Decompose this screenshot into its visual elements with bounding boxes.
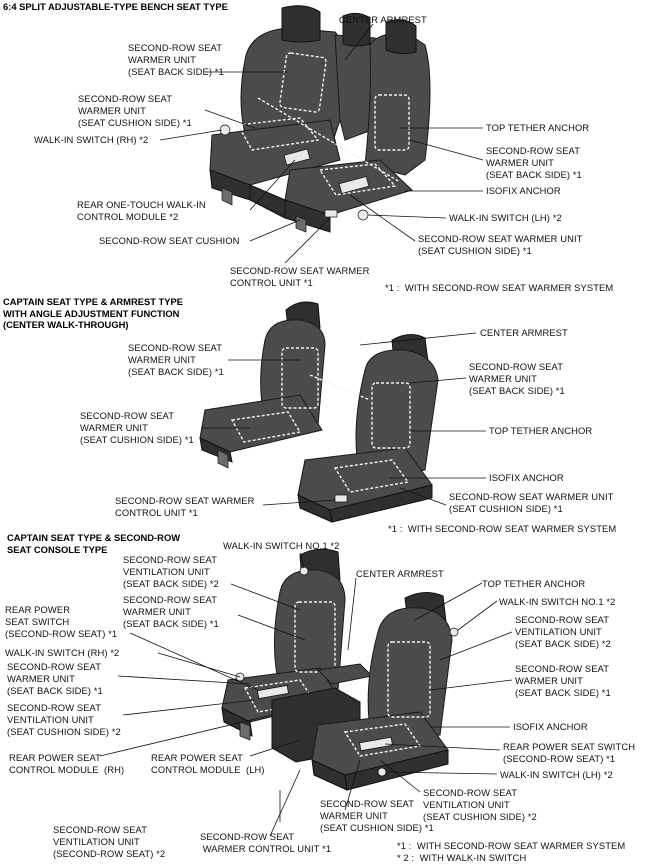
s2-warmer-cushion-lh-label: SECOND-ROW SEAT WARMER UNIT (SEAT CUSHIO… (449, 491, 614, 514)
s3-warmer-back-rh-label: SECOND-ROW SEAT WARMER UNIT (SEAT BACK S… (123, 594, 219, 629)
s3-footnote-2: * 2 : WITH WALK-IN SWITCH (397, 852, 527, 863)
s1-warmer-back-lh-label: SECOND-ROW SEAT WARMER UNIT (SEAT BACK S… (486, 145, 582, 180)
s3-warmer-back-rh2-label: SECOND-ROW SEAT WARMER UNIT (SEAT BACK S… (7, 661, 103, 696)
s3-walkin-switch-rh-label: WALK-IN SWITCH (RH) *2 (5, 647, 120, 658)
s3-ventilation-cushion-lh-label: SECOND-ROW SEAT VENTILATION UNIT (SEAT C… (423, 787, 537, 822)
s3-walkin-switch-no1-rh-label: WALK-IN SWITCH NO.1 *2 (223, 540, 340, 551)
s3-footnote-1: *1 : WITH SECOND-ROW SEAT WARMER SYSTEM (397, 840, 626, 851)
s3-power-control-module-rh-label: REAR POWER SEAT CONTROL MODULE (RH) (9, 752, 125, 775)
s3-rear-power-seat-switch-label: REAR POWER SEAT SWITCH (SECOND-ROW SEAT)… (5, 604, 118, 639)
s1-footnote-1: *1 : WITH SECOND-ROW SEAT WARMER SYSTEM (385, 282, 614, 293)
s3-ventilation-back-lh-label: SECOND-ROW SEAT VENTILATION UNIT (SEAT B… (515, 614, 611, 649)
s3-walkin-switch-no1-lh-label: WALK-IN SWITCH NO.1 *2 (499, 596, 616, 607)
s2-warmer-back-lh-label: SECOND-ROW SEAT WARMER UNIT (SEAT BACK S… (469, 361, 565, 396)
s3-walkin-switch-lh-label: WALK-IN SWITCH (LH) *2 (500, 769, 613, 780)
s1-walkin-control-module-label: REAR ONE-TOUCH WALK-IN CONTROL MODULE *2 (77, 199, 206, 222)
section-3-title: CAPTAIN SEAT TYPE & SECOND-ROW SEAT CONS… (7, 532, 181, 555)
leader-lines (99, 23, 513, 837)
s1-walkin-switch-rh-label: WALK-IN SWITCH (RH) *2 (34, 134, 149, 145)
s2-isofix-anchor-label: ISOFIX ANCHOR (489, 472, 564, 483)
s1-warmer-cushion-lh-label: SECOND-ROW SEAT WARMER UNIT (SEAT CUSHIO… (418, 233, 583, 256)
s1-center-armrest-label: CENTER ARMREST (339, 14, 427, 25)
bench-seat-illustration (209, 5, 431, 233)
s1-top-tether-anchor-label: TOP TETHER ANCHOR (486, 122, 590, 133)
s2-warmer-cushion-label: SECOND-ROW SEAT WARMER UNIT (SEAT CUSHIO… (80, 410, 194, 445)
s3-power-control-module-lh-label: REAR POWER SEAT CONTROL MODULE (LH) (151, 752, 265, 775)
s1-warmer-cushion-label: SECOND-ROW SEAT WARMER UNIT (SEAT CUSHIO… (78, 93, 192, 128)
s2-warmer-control-unit-label: SECOND-ROW SEAT WARMER CONTROL UNIT *1 (115, 495, 255, 518)
s3-rear-power-seat-switch-lh-label: REAR POWER SEAT SWITCH (SECOND-ROW SEAT)… (503, 741, 636, 764)
s2-center-armrest-label: CENTER ARMREST (480, 327, 568, 338)
s1-walkin-switch-lh-label: WALK-IN SWITCH (LH) *2 (449, 212, 562, 223)
s1-seat-cushion-label: SECOND-ROW SEAT CUSHION (99, 235, 240, 246)
s3-ventilation-cushion-rh-label: SECOND-ROW SEAT VENTILATION UNIT (SEAT C… (7, 702, 121, 737)
section-1-title: 6:4 SPLIT ADJUSTABLE-TYPE BENCH SEAT TYP… (3, 1, 228, 12)
s2-warmer-back-rh-label: SECOND-ROW SEAT WARMER UNIT (SEAT BACK S… (128, 342, 224, 377)
s3-ventilation-seat-label: SECOND-ROW SEAT VENTILATION UNIT (SECOND… (53, 824, 166, 859)
section-2-title: CAPTAIN SEAT TYPE & ARMREST TYPE WITH AN… (3, 296, 184, 330)
s3-ventilation-back-rh-label: SECOND-ROW SEAT VENTILATION UNIT (SEAT B… (123, 554, 219, 589)
s3-center-armrest-label: CENTER ARMREST (356, 568, 444, 579)
s3-warmer-cushion-label: SECOND-ROW SEAT WARMER UNIT (SEAT CUSHIO… (320, 798, 434, 833)
s1-warmer-back-rh-label: SECOND-ROW SEAT WARMER UNIT (SEAT BACK S… (128, 42, 224, 77)
s1-isofix-anchor-label: ISOFIX ANCHOR (486, 185, 561, 196)
captain-console-seat-illustration (221, 548, 459, 791)
captain-armrest-seat-illustration (199, 301, 439, 523)
s1-warmer-control-unit-label: SECOND-ROW SEAT WARMER CONTROL UNIT *1 (230, 265, 370, 288)
s3-isofix-anchor-label: ISOFIX ANCHOR (513, 721, 588, 732)
s3-warmer-back-lh-label: SECOND-ROW SEAT WARMER UNIT (SEAT BACK S… (515, 663, 611, 698)
s3-top-tether-anchor-label: TOP TETHER ANCHOR (482, 578, 586, 589)
s2-top-tether-anchor-label: TOP TETHER ANCHOR (489, 425, 593, 436)
s3-warmer-control-unit-label: SECOND-ROW SEAT WARMER CONTROL UNIT *1 (200, 831, 332, 854)
s2-footnote-1: *1 : WITH SECOND-ROW SEAT WARMER SYSTEM (388, 523, 617, 534)
